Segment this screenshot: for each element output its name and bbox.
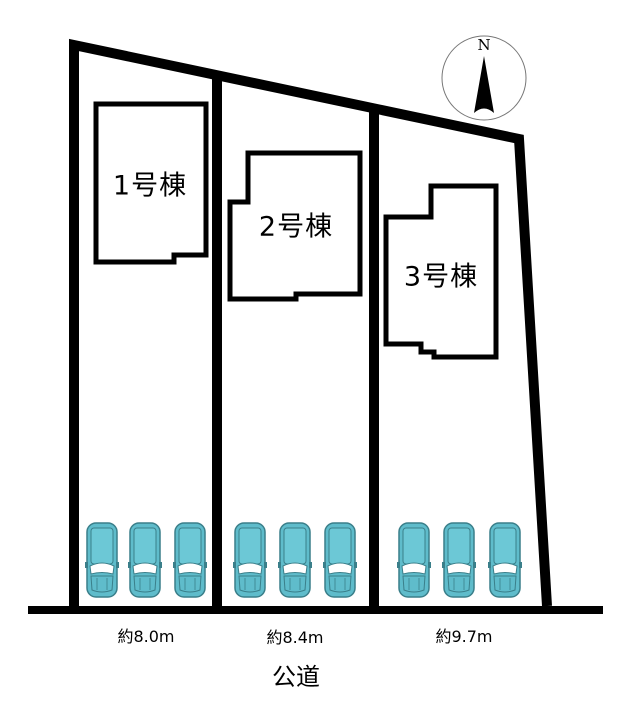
building-3-footprint bbox=[383, 183, 499, 360]
car-icon bbox=[487, 522, 523, 598]
car-icon bbox=[84, 522, 120, 598]
lot-1-frontage: 約8.0m bbox=[117, 627, 175, 646]
building-1-label: 1号棟 bbox=[112, 170, 188, 202]
compass-north-label: N bbox=[477, 36, 491, 54]
car-icon bbox=[277, 522, 313, 598]
parking-lot-1 bbox=[84, 522, 208, 598]
lot-2-frontage: 約8.4m bbox=[266, 628, 324, 647]
public-road-label: 公道 bbox=[272, 663, 320, 691]
car-icon bbox=[232, 522, 268, 598]
car-icon bbox=[396, 522, 432, 598]
north-arrow-icon bbox=[474, 56, 494, 113]
car-icon bbox=[441, 522, 477, 598]
lot-boundary bbox=[69, 38, 552, 607]
car-icon bbox=[127, 522, 163, 598]
building-2-footprint bbox=[227, 150, 363, 302]
car-icon bbox=[172, 522, 208, 598]
parking-lot-2 bbox=[232, 522, 358, 598]
lot-3-frontage: 約9.7m bbox=[435, 627, 493, 646]
parking-lot-3 bbox=[396, 522, 523, 598]
car-icon bbox=[322, 522, 358, 598]
building-3-label: 3号棟 bbox=[403, 261, 479, 293]
building-2-label: 2号棟 bbox=[258, 211, 334, 243]
building-1-footprint bbox=[93, 101, 209, 265]
compass bbox=[441, 35, 527, 121]
